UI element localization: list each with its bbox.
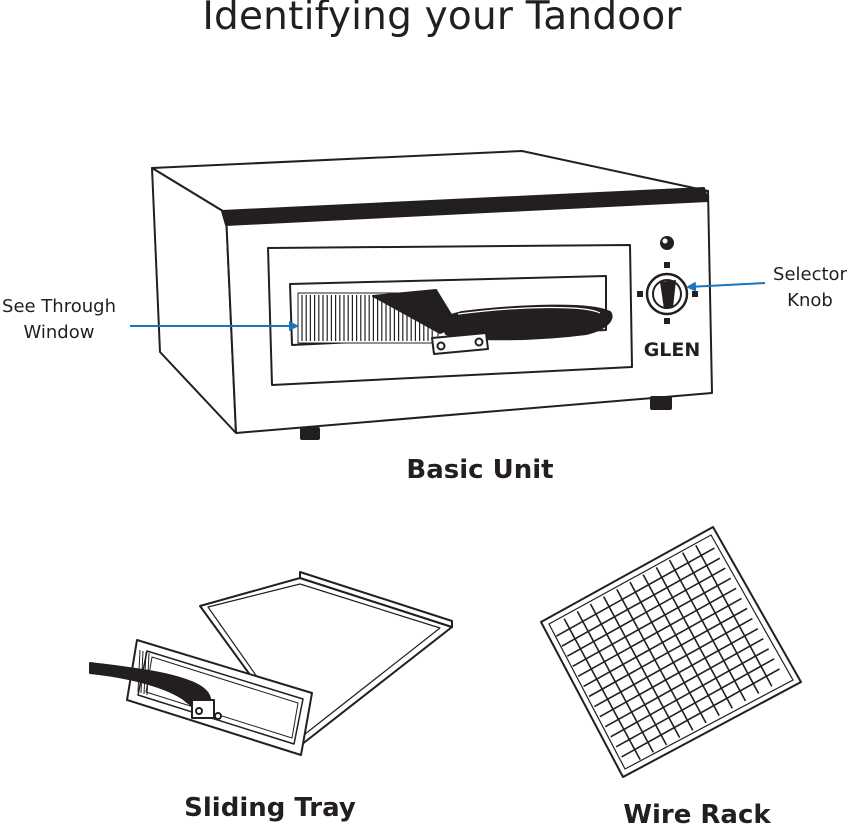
rack-wire [572,577,732,667]
rack-wire [599,627,759,718]
unit-feet [300,396,672,440]
knob-label-line1: Selector [773,264,847,285]
rack-wire [556,547,715,637]
basic-unit-caption: Basic Unit [406,455,554,485]
brand-logo: GLEN [644,339,701,361]
see-through-window-label: See Through Window [0,294,118,346]
rack-wire [604,638,764,728]
knob-callout-arrow [686,281,766,292]
rack-wire [615,658,775,748]
tray-ridge [140,650,144,694]
sliding-tray-handle [89,662,222,720]
selector-knob-icon [637,262,698,324]
tray-ridge [137,649,141,693]
unit-tray-handle [372,289,613,355]
rack-wire [566,567,726,657]
knob-label-line2: Knob [787,290,833,311]
wire-rack-caption: Wire Rack [623,800,771,830]
rack-wire [561,557,721,647]
tray-ridge [146,652,150,696]
selector-knob-label: Selector Knob [765,262,850,314]
sliding-tray-caption: Sliding Tray [184,793,356,823]
wire-rack-illustration [540,526,802,778]
rack-wire [583,597,742,688]
rack-wire [588,607,748,698]
window-label-line2: Window [23,322,95,343]
rack-wire [610,648,770,738]
window-label-line1: See Through [2,296,116,317]
tray-ridge [143,651,147,695]
sliding-tray-illustration [126,571,453,756]
rack-wire [621,668,780,758]
page-title: Identifying your Tandoor [202,0,682,39]
rack-wire [577,587,737,678]
rack-wire [594,617,753,708]
indicator-light-icon [660,236,674,250]
